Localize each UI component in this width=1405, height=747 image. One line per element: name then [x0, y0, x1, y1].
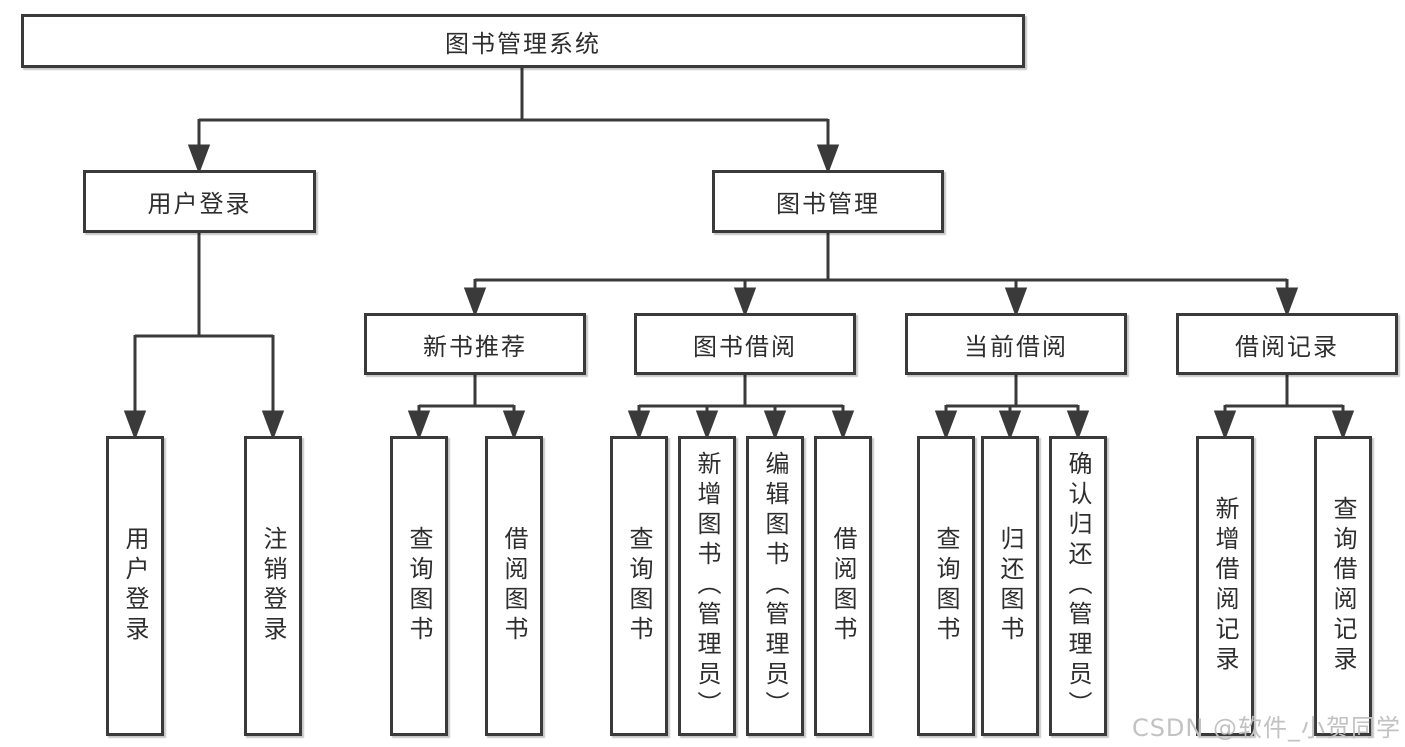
node-book-borrowing: 图书借阅 [634, 313, 856, 375]
node-user-login: 用户登录 [83, 170, 316, 233]
node-book-management: 图书管理 [712, 170, 944, 233]
leaf-cb-confirm-return-admin: 确认归还（管理员） [1049, 436, 1107, 736]
leaf-br-query-record: 查询借阅记录 [1314, 436, 1372, 736]
node-borrowing-records: 借阅记录 [1176, 313, 1398, 375]
leaf-bb-borrow-books: 借阅图书 [814, 436, 872, 736]
leaf-nbr-query-books: 查询图书 [390, 436, 448, 736]
node-current-borrowing: 当前借阅 [905, 313, 1127, 375]
leaf-bb-edit-books-admin: 编辑图书（管理员） [746, 436, 804, 736]
leaf-cb-return-books: 归还图书 [981, 436, 1039, 736]
leaf-user-login: 用户登录 [106, 436, 164, 736]
leaf-logout: 注销登录 [244, 436, 302, 736]
node-book-management-system: 图书管理系统 [21, 14, 1025, 68]
node-new-book-recommend: 新书推荐 [364, 313, 586, 375]
leaf-nbr-borrow-books: 借阅图书 [485, 436, 543, 736]
leaf-bb-add-books-admin: 新增图书（管理员） [678, 436, 736, 736]
leaf-cb-query-books: 查询图书 [917, 436, 975, 736]
leaf-bb-query-books: 查询图书 [610, 436, 668, 736]
leaf-br-add-record: 新增借阅记录 [1196, 436, 1254, 736]
